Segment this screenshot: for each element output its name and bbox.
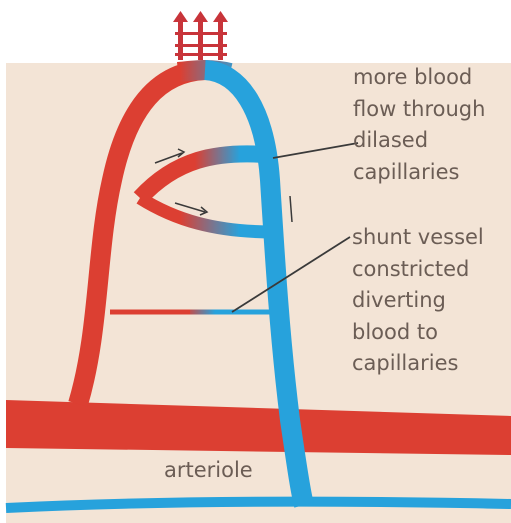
capillaries-label: more blood flow through dilased capillar…: [353, 62, 485, 188]
shunt-label-line: capillaries: [352, 348, 484, 380]
shunt-label-line: diverting: [352, 285, 484, 317]
capillaries-label-line: flow through: [353, 94, 485, 126]
shunt-label-line: blood to: [352, 317, 484, 349]
three-up-arrows-icon: [173, 11, 228, 60]
shunt-label: shunt vessel constricted diverting blood…: [352, 222, 484, 380]
capillaries-label-line: capillaries: [353, 157, 485, 189]
shunt-label-line: shunt vessel: [352, 222, 484, 254]
capillaries-label-line: dilased: [353, 125, 485, 157]
capillaries-label-line: more blood: [353, 62, 485, 94]
arteriole-label: arteriole: [164, 455, 253, 487]
shunt-label-line: constricted: [352, 254, 484, 286]
